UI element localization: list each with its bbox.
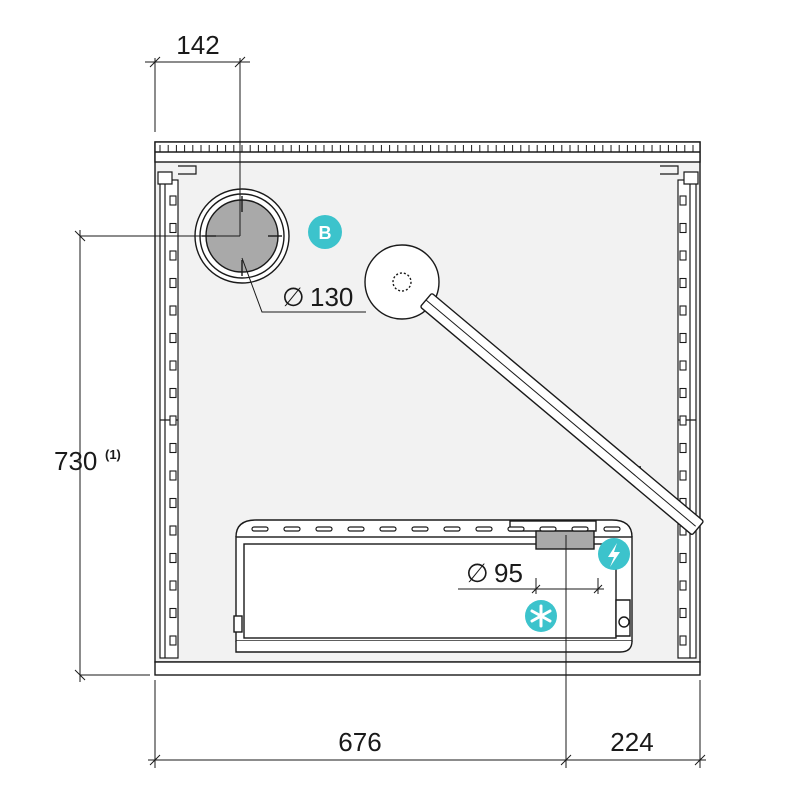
dim-pipe-diameter: 95 (494, 558, 523, 588)
panel-notch (169, 195, 177, 206)
panel-notch (169, 222, 177, 234)
panel-notch (169, 250, 177, 261)
panel-notch (679, 387, 687, 399)
left-panel-notches (169, 195, 177, 646)
panel-notch (679, 635, 687, 646)
panel-notch (169, 415, 177, 426)
dim-width-main: 676 (338, 727, 381, 757)
panel-notch (679, 332, 687, 344)
panel-notch (169, 552, 177, 564)
panel-notch (169, 635, 177, 646)
panel-notch (169, 607, 177, 619)
vent-slot (411, 526, 429, 532)
asterisk-icon (530, 604, 552, 628)
panel-notch (679, 305, 687, 316)
panel-notch (169, 360, 177, 371)
vent-slot (571, 526, 589, 532)
vent-slot (283, 526, 301, 532)
dim-flue-diameter: 130 (310, 282, 353, 312)
vent-slot (251, 526, 269, 532)
asterisk-badge (525, 600, 557, 632)
vent-slot (539, 526, 557, 532)
panel-notch (169, 387, 177, 399)
panel-notch (679, 442, 687, 454)
vent-slot (379, 526, 397, 532)
panel-notch (679, 195, 687, 206)
top-rail-ticks (159, 145, 694, 152)
panel-notch (679, 470, 687, 481)
badge-b: B (308, 215, 342, 249)
panel-notch (169, 470, 177, 481)
vent-slot (603, 526, 621, 532)
panel-notch (679, 360, 687, 371)
bottom-unit (233, 519, 633, 653)
panel-notch (169, 305, 177, 316)
right-side-panel (660, 165, 699, 659)
lightning-bolt-icon (608, 543, 620, 567)
panel-notch (679, 250, 687, 261)
dimension-lines (74, 56, 706, 768)
badge-b-label: B (319, 223, 332, 243)
bottom-unit-vents (251, 526, 621, 532)
right-panel-notches (679, 195, 687, 646)
panel-notch (679, 415, 687, 426)
panel-notch (679, 222, 687, 234)
dim-top-offset: 142 (176, 30, 219, 60)
dim-height-note: (1) (105, 447, 121, 462)
power-badge (598, 538, 630, 570)
mark-dot (639, 466, 641, 468)
panel-notch (679, 580, 687, 591)
panel-notch (169, 497, 177, 509)
vent-slot (347, 526, 365, 532)
panel-notch (169, 580, 177, 591)
pipe-diameter-symbol: ∅ (466, 558, 489, 588)
panel-notch (169, 525, 177, 536)
dim-width-right: 224 (610, 727, 653, 757)
panel-notch (169, 332, 177, 344)
panel-notch (679, 552, 687, 564)
flue-diameter-symbol: ∅ (282, 282, 305, 312)
vent-slot (443, 526, 461, 532)
rotating-arm (364, 244, 704, 535)
panel-notch (169, 277, 177, 289)
vent-slot (315, 526, 333, 532)
panel-notch (679, 277, 687, 289)
vent-slot (475, 526, 493, 532)
vent-slot (507, 526, 525, 532)
flue-outlet (194, 188, 290, 284)
dim-height: 730 (54, 446, 97, 476)
panel-notch (169, 442, 177, 454)
panel-notch (679, 607, 687, 619)
left-side-panel (157, 165, 197, 659)
